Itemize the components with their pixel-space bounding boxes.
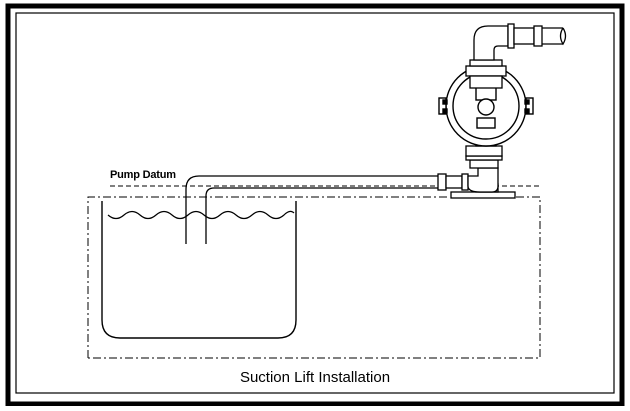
liquid-surface — [107, 210, 295, 220]
pump-body — [438, 65, 534, 147]
discharge-pipe — [507, 23, 567, 49]
outer-frame — [5, 3, 625, 407]
suction-pipe — [185, 175, 438, 244]
inner-frame — [15, 12, 615, 394]
ground-pit-outline — [87, 196, 541, 359]
tank-outline — [101, 201, 297, 339]
pump-outlet-manifold — [465, 25, 509, 89]
pump-datum-label: Pump Datum — [110, 169, 176, 181]
suction-coupling — [437, 173, 469, 191]
diagram-caption: Suction Lift Installation — [239, 369, 391, 386]
